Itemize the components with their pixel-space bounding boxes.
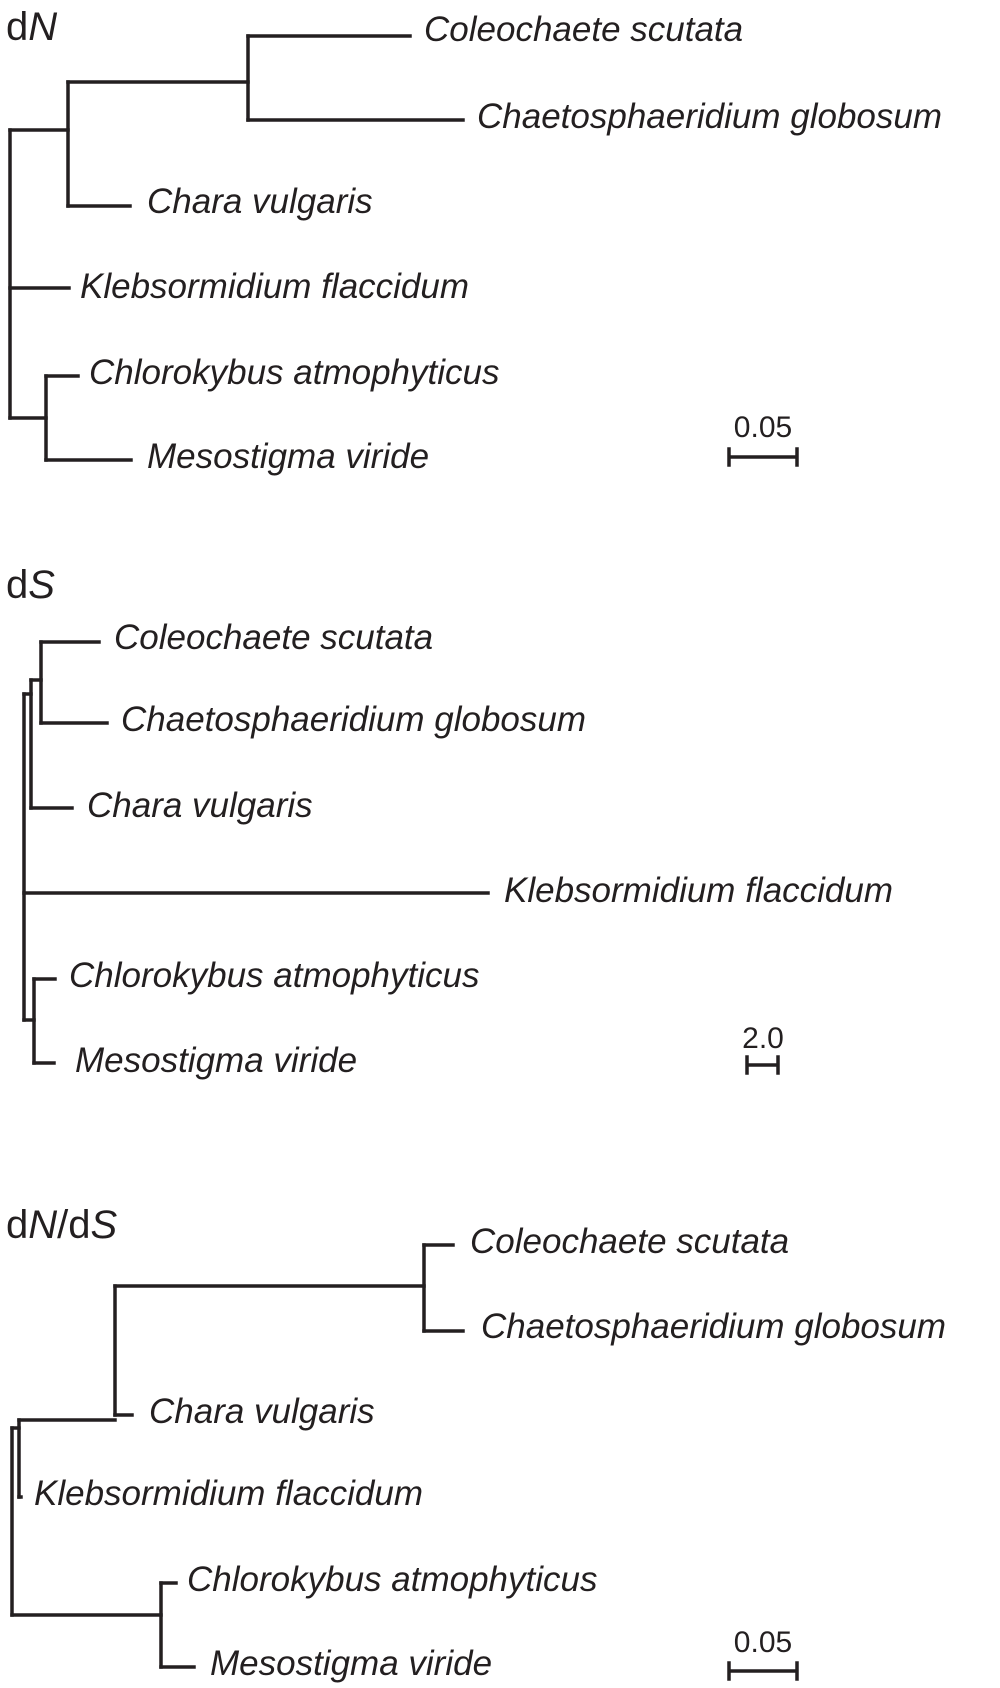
scale-bar-line [727, 447, 799, 467]
taxon-label: Chlorokybus atmophyticus [69, 956, 479, 995]
scale-bar-label: 2.0 [742, 1022, 784, 1055]
taxon-label: Chara vulgaris [149, 1392, 375, 1431]
scale-bar-line [745, 1055, 780, 1075]
scale-bar-dn-ds: 0.05 [727, 1626, 799, 1681]
panel-title-dn: dN [6, 5, 57, 49]
scale-bar-line [727, 1661, 799, 1681]
scale-bar-dn: 0.05 [727, 411, 799, 467]
scale-bar-label: 0.05 [734, 1626, 792, 1659]
taxon-label: Klebsormidium flaccidum [80, 267, 469, 306]
taxon-label: Coleochaete scutata [470, 1222, 789, 1261]
taxon-label: Chlorokybus atmophyticus [187, 1560, 597, 1599]
taxon-label: Chara vulgaris [147, 182, 373, 221]
taxon-label: Klebsormidium flaccidum [34, 1474, 423, 1513]
taxon-label: Mesostigma viride [210, 1644, 492, 1683]
taxon-label: Chara vulgaris [87, 786, 313, 825]
taxon-label: Coleochaete scutata [424, 10, 743, 49]
taxon-label: Chaetosphaeridium globosum [481, 1307, 946, 1346]
taxon-label: Mesostigma viride [75, 1041, 357, 1080]
panel-title-ds: dS [6, 563, 55, 607]
tree-panel-dn-ds: dN/dS Coleochaete scutata Chaetosphaerid… [6, 1203, 946, 1683]
taxon-label: Coleochaete scutata [114, 618, 433, 657]
scale-bar-label: 0.05 [734, 411, 792, 444]
taxon-label: Chlorokybus atmophyticus [89, 353, 499, 392]
taxon-label: Klebsormidium flaccidum [504, 871, 893, 910]
tree-panel-dn: dN Coleochaete scutata Chaetosphaeridium… [6, 5, 942, 476]
tree-panel-ds: dS Coleochaete scutata Chaetosphaeridium… [6, 563, 893, 1080]
taxon-label: Mesostigma viride [147, 437, 429, 476]
taxon-label: Chaetosphaeridium globosum [477, 97, 942, 136]
taxon-label: Chaetosphaeridium globosum [121, 700, 586, 739]
scale-bar-ds: 2.0 [742, 1022, 784, 1075]
panel-title-dn-ds: dN/dS [6, 1203, 118, 1247]
